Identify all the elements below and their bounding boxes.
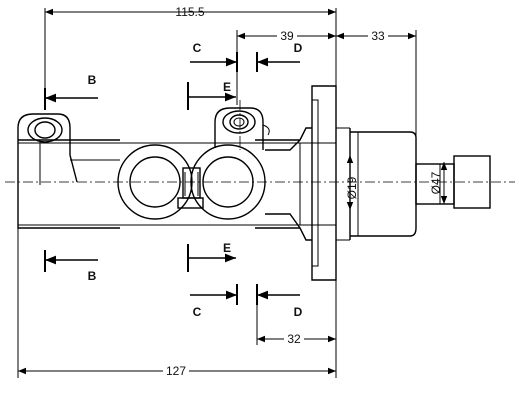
dim-label-diameter-flange: Ø19 xyxy=(345,176,359,199)
section-label-d-top: D xyxy=(294,41,303,55)
section-marks-bottom: B E C D xyxy=(44,241,303,319)
dim-label-33: 33 xyxy=(371,29,385,43)
cylinder-body xyxy=(17,85,491,281)
section-label-e-top: E xyxy=(223,80,231,94)
dim-label-32: 32 xyxy=(287,332,301,346)
section-label-d-bottom: D xyxy=(294,305,303,319)
section-label-e-bottom: E xyxy=(223,241,231,255)
dim-diameter-flange: Ø19 xyxy=(345,155,359,210)
section-label-c-bottom: C xyxy=(193,305,202,319)
dim-diameter-outlet: Ø47 xyxy=(429,162,448,204)
dim-overall-bottom: 127 xyxy=(17,228,336,378)
dim-overall-top: 115.5 xyxy=(44,5,337,110)
dim-label-115: 115.5 xyxy=(175,5,204,19)
section-label-b-top: B xyxy=(88,73,97,87)
section-label-c-top: C xyxy=(193,41,202,55)
dim-label-diameter-outlet: Ø47 xyxy=(429,171,443,194)
dim-33: 33 xyxy=(336,29,417,140)
dim-39: 39 xyxy=(236,29,336,105)
section-label-b-bottom: B xyxy=(88,269,97,283)
section-marks-top: C D E B xyxy=(44,41,303,110)
dim-32: 32 xyxy=(256,280,337,378)
dim-label-39: 39 xyxy=(280,29,294,43)
dim-label-127: 127 xyxy=(166,364,186,378)
